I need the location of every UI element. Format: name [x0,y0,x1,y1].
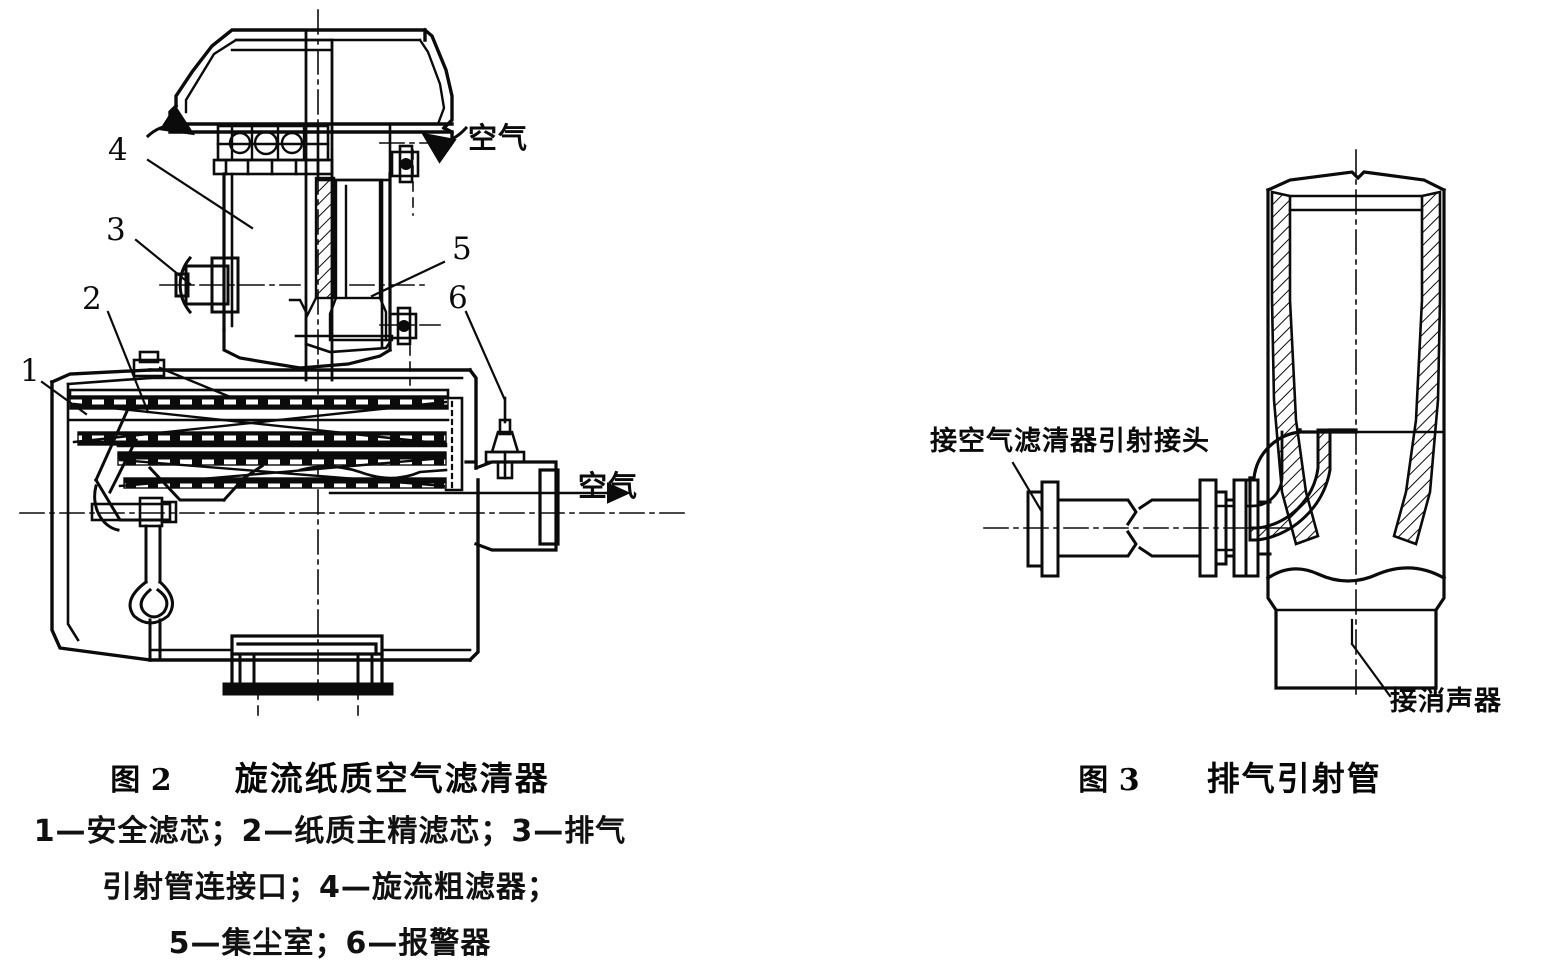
callout-number-6: 6 [448,280,468,316]
legend-line-1: 1—安全滤芯；2—纸质主精滤芯；3—排气 [33,814,627,849]
figure3-caption-title: 排气引射管 [1206,759,1382,798]
callout-number-5: 5 [452,231,472,267]
figure3-drawing [983,149,1447,701]
callout-number-4: 4 [108,132,128,168]
air-outlet-label: 空气 [578,469,639,503]
muffler-connection-label: 接消声器 [1390,686,1502,717]
air-inlet-label: 空气 [468,121,529,155]
ejector-connection-label: 接空气滤清器引射接头 [930,426,1210,457]
figure3-caption: 图 3 排气引射管 [1000,752,1460,800]
figure2-caption-title: 旋流纸质空气滤清器 [234,759,550,798]
figure3-caption-number: 图 3 [1078,763,1140,798]
figure2-caption-number: 图 2 [110,763,172,798]
legend-line-2: 引射管连接口；4—旋流粗滤器； [102,870,558,905]
callout-number-3: 3 [106,212,126,248]
legend-line-3: 5—集尘室；6—报警器 [168,926,492,961]
callout-number-2: 2 [82,281,102,317]
callout-number-1: 1 [20,353,40,389]
figure2-legend: 1—安全滤芯；2—纸质主精滤芯；3—排气 引射管连接口；4—旋流粗滤器； 5—集… [0,806,660,962]
figure2-caption: 图 2 旋流纸质空气滤清器 [0,752,660,800]
